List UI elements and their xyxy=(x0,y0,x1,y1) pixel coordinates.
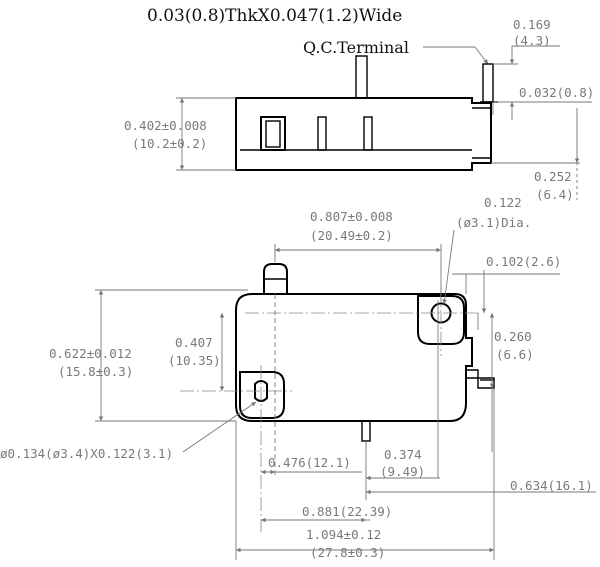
switch-body-front xyxy=(235,293,473,422)
terminal-extension-in: 0.260 xyxy=(494,329,532,344)
body-height-in: 0.402±0.008 xyxy=(124,118,207,133)
slot-hole-label: ø0.134(ø3.4)X0.122(3.1) xyxy=(0,446,173,461)
terminal-offset-in: 0.252 xyxy=(534,169,572,184)
terminal-name-label: Q.C.Terminal xyxy=(303,38,409,57)
mount-boss-left xyxy=(239,371,285,419)
plunger-to-terminal-mm: (9.49) xyxy=(380,464,425,479)
body-height-mm: (10.2±0.2) xyxy=(132,136,207,151)
terminal-height-in: 0.169 xyxy=(513,17,551,32)
hole-vertical-in: 0.407 xyxy=(175,335,213,350)
hole-edge-offset-label: 0.102(2.6) xyxy=(486,254,561,269)
overall-length-in: 1.094±0.12 xyxy=(306,527,381,542)
body-window xyxy=(260,116,286,151)
terminal-offset-mm: (6.4) xyxy=(536,187,574,202)
hole-vertical-mm: (10.35) xyxy=(168,353,221,368)
hole-spacing-in: 0.807±0.008 xyxy=(310,209,393,224)
hole-diameter-mm: (ø3.1)Dia. xyxy=(456,215,531,230)
top-view: 0.169 (4.3) 0.032(0.8) 0.402±0.008 (10.2… xyxy=(124,17,594,202)
right-terminal xyxy=(466,369,495,389)
middle-terminal xyxy=(355,55,368,99)
hole-diameter-in: 0.122 xyxy=(484,195,522,210)
plunger xyxy=(263,263,288,294)
terminal-position-label: 0.634(16.1) xyxy=(510,478,593,493)
slot-to-plunger-label: 0.476(12.1) xyxy=(268,455,351,470)
overall-length-mm: (27.8±0.3) xyxy=(310,545,385,560)
terminal-thickness-label: 0.032(0.8) xyxy=(519,85,594,100)
bottom-terminal xyxy=(361,420,371,442)
hole-spacing-mm: (20.49±0.2) xyxy=(310,228,393,243)
slot-hole-left xyxy=(254,380,268,402)
plunger-to-terminal-in: 0.374 xyxy=(384,447,422,462)
side-terminal xyxy=(482,63,494,103)
terminal-height-mm: (4.3) xyxy=(513,33,551,48)
overall-height-mm: (15.8±0.3) xyxy=(58,364,133,379)
slot-to-terminal-label: 0.881(22.39) xyxy=(302,504,392,519)
terminal-extension-mm: (6.6) xyxy=(496,347,534,362)
front-view: 0.807±0.008 (20.49±0.2) 0.122 (ø3.1)Dia.… xyxy=(0,195,596,560)
mount-boss-right xyxy=(417,295,465,345)
overall-height-in: 0.622±0.012 xyxy=(49,346,132,361)
terminal-size-label: 0.03(0.8)ThkX0.047(1.2)Wide xyxy=(147,6,402,26)
